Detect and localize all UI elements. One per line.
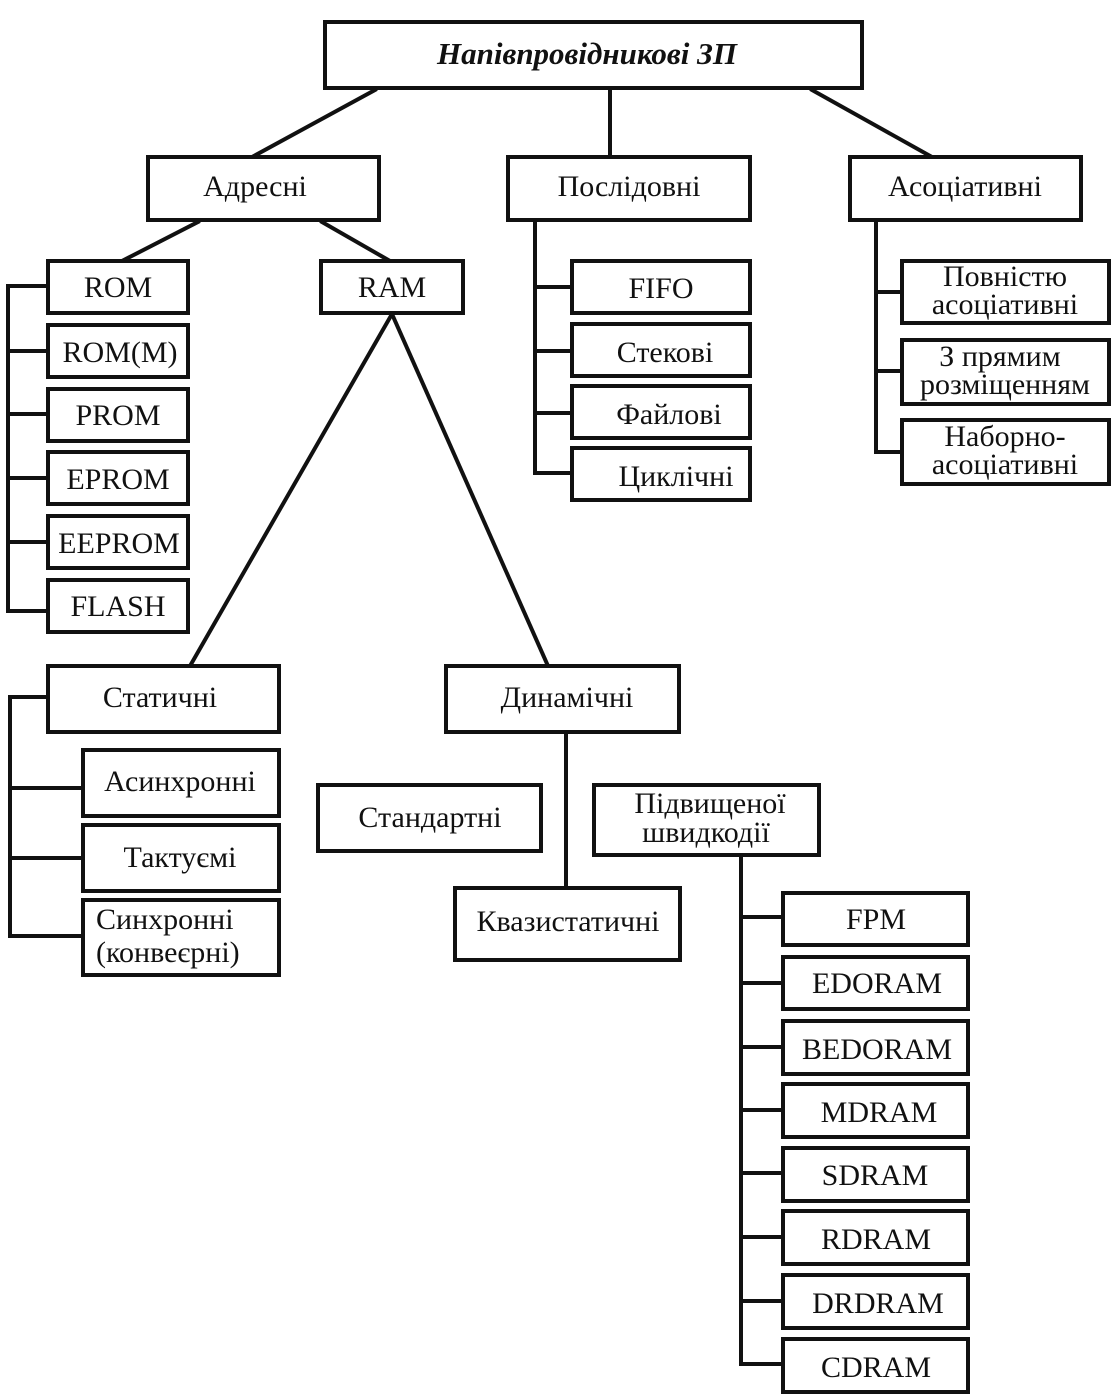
node-sdram-label: SDRAM xyxy=(822,1159,929,1192)
svg-text:асоціативні: асоціативні xyxy=(932,448,1078,481)
node-dynamic: Динамічні xyxy=(444,664,681,734)
node-quasistatic: Квазистатичні xyxy=(453,886,682,962)
connectors xyxy=(6,87,935,1366)
edge-addressed-rom xyxy=(119,219,201,264)
node-set-assoc-line2: асоціативні xyxy=(932,448,1078,481)
edge-sequential-bracket xyxy=(533,220,574,475)
svg-text:асоціативні: асоціативні xyxy=(932,288,1078,321)
svg-text:Наборно-: Наборно- xyxy=(944,420,1065,453)
node-file: Файлові xyxy=(570,384,752,440)
node-edoram: EDORAM xyxy=(781,955,970,1011)
edge-root-addressed xyxy=(249,87,378,160)
node-sequential-label: Послідовні xyxy=(558,170,701,203)
node-eeprom-label: EEPROM xyxy=(58,527,180,560)
edge-static-bracket xyxy=(8,695,85,938)
node-sequential: Послідовні xyxy=(506,155,752,222)
node-async-label: Асинхронні xyxy=(104,765,256,798)
node-rdram: RDRAM xyxy=(781,1209,970,1266)
node-root: Напівпровідникові ЗП xyxy=(323,20,864,90)
edge-high-speed-bracket xyxy=(739,853,785,1366)
node-fully-assoc: Повністю асоціативні xyxy=(900,259,1111,325)
node-high-speed-line2: швидкодії xyxy=(642,816,770,849)
node-standard-label: Стандартні xyxy=(358,801,501,834)
node-high-speed: Підвищеної швидкодії xyxy=(592,783,821,857)
node-stack: Стекові xyxy=(570,322,752,378)
node-file-label: Файлові xyxy=(616,398,722,431)
node-rom-m: ROM(M) xyxy=(46,323,190,379)
node-cdram-label: CDRAM xyxy=(821,1351,931,1384)
node-direct-mapped-line1: З прямим xyxy=(939,340,1060,373)
svg-text:Повністю: Повністю xyxy=(943,260,1067,293)
svg-text:Синхронні: Синхронні xyxy=(96,903,234,936)
node-prom-label: PROM xyxy=(75,399,160,432)
svg-text:розміщенням: розміщенням xyxy=(920,368,1090,401)
node-static-label: Статичні xyxy=(103,681,217,714)
node-direct-mapped-line2: розміщенням xyxy=(920,368,1090,401)
node-drdram: DRDRAM xyxy=(781,1273,970,1330)
edge-root-associative xyxy=(809,87,935,160)
node-sync: Синхронні (конвеєрні) xyxy=(81,898,281,977)
node-direct-mapped: З прямим розміщенням xyxy=(900,338,1111,406)
node-eprom-label: EPROM xyxy=(66,463,169,496)
svg-text:швидкодії: швидкодії xyxy=(642,816,770,849)
edge-associative-bracket xyxy=(874,220,904,454)
node-ram: RAM xyxy=(319,259,465,315)
node-edoram-label: EDORAM xyxy=(812,967,942,1000)
node-dynamic-label: Динамічні xyxy=(501,681,634,714)
svg-text:Підвищеної: Підвищеної xyxy=(634,787,786,820)
node-sdram: SDRAM xyxy=(781,1146,970,1203)
node-standard: Стандартні xyxy=(316,783,543,853)
node-fully-assoc-line1: Повністю xyxy=(943,260,1067,293)
node-bedoram: BEDORAM xyxy=(781,1019,970,1076)
node-fpm-label: FPM xyxy=(846,903,906,936)
node-cdram: CDRAM xyxy=(781,1337,970,1394)
node-fifo: FIFO xyxy=(570,259,752,315)
node-rom-label: ROM xyxy=(84,271,152,304)
node-fpm: FPM xyxy=(781,891,970,947)
svg-text:З прямим: З прямим xyxy=(939,340,1060,373)
node-cyclic: Циклічні xyxy=(570,446,752,502)
node-drdram-label: DRDRAM xyxy=(812,1287,944,1320)
node-flash: FLASH xyxy=(46,578,190,634)
node-set-assoc-line1: Наборно- xyxy=(944,420,1065,453)
node-eeprom: EEPROM xyxy=(46,514,190,570)
node-quasistatic-label: Квазистатичні xyxy=(477,905,660,938)
node-rom-m-label: ROM(M) xyxy=(62,336,177,369)
node-cyclic-label: Циклічні xyxy=(618,460,733,493)
node-associative-label: Асоціативні xyxy=(888,170,1042,203)
node-sync-line1: Синхронні xyxy=(96,903,234,936)
node-mdram-label: MDRAM xyxy=(821,1096,938,1129)
node-clocked-label: Тактуємі xyxy=(124,841,237,874)
node-prom: PROM xyxy=(46,387,190,443)
edge-ram-dynamic xyxy=(389,311,551,669)
node-addressed: Адресні xyxy=(146,155,381,222)
node-eprom: EPROM xyxy=(46,450,190,506)
node-associative: Асоціативні xyxy=(848,155,1083,222)
node-async: Асинхронні xyxy=(81,748,281,818)
node-set-assoc: Наборно- асоціативні xyxy=(900,418,1111,486)
node-rdram-label: RDRAM xyxy=(821,1223,931,1256)
node-mdram: MDRAM xyxy=(781,1082,970,1139)
node-root-label: Напівпровідникові ЗП xyxy=(436,36,738,71)
svg-text:(конвеєрні): (конвеєрні) xyxy=(96,936,240,969)
edge-ram-static xyxy=(187,311,395,669)
node-static: Статичні xyxy=(46,664,281,734)
edge-addressed-ram xyxy=(319,219,393,264)
node-clocked: Тактуємі xyxy=(81,823,281,893)
node-ram-label: RAM xyxy=(358,271,426,304)
node-fully-assoc-line2: асоціативні xyxy=(932,288,1078,321)
node-sync-line2: (конвеєрні) xyxy=(96,936,240,969)
node-addressed-label: Адресні xyxy=(203,170,307,203)
edge-rom-family-bracket xyxy=(6,284,50,613)
node-high-speed-line1: Підвищеної xyxy=(634,787,786,820)
node-rom: ROM xyxy=(46,259,190,315)
node-bedoram-label: BEDORAM xyxy=(802,1033,952,1066)
node-stack-label: Стекові xyxy=(617,336,714,369)
node-fifo-label: FIFO xyxy=(628,272,693,305)
node-flash-label: FLASH xyxy=(70,590,165,623)
nodes: Напівпровідникові ЗП Адресні Послідовні … xyxy=(46,20,1111,1394)
